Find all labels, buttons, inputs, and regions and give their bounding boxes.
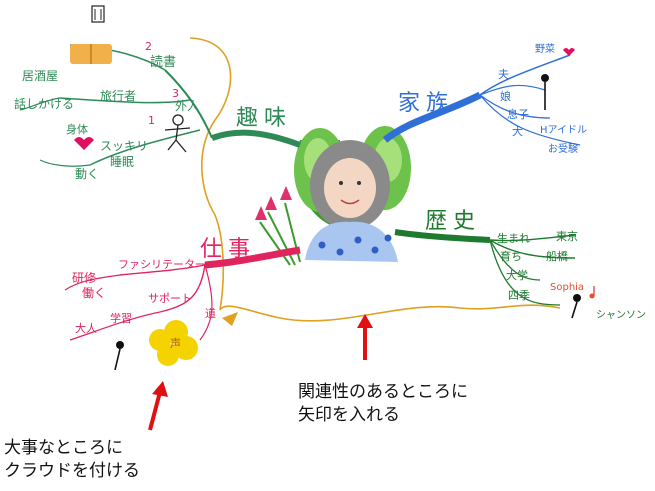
- red-arrow-up-right: [357, 314, 373, 360]
- microphone-icon: [541, 74, 549, 110]
- history-raised: 育ち: [500, 249, 522, 263]
- cloud-annotation-line1: 大事なところに: [4, 438, 123, 458]
- hobby-num-2: 2: [145, 40, 152, 53]
- work-adult: 大人: [75, 321, 97, 335]
- microphone-icon-2: [114, 341, 124, 371]
- history-funabashi: 船橋: [546, 249, 568, 263]
- history-tokyo: 東京: [556, 229, 578, 243]
- work-career: 道: [205, 306, 216, 320]
- importance-cloud: [149, 320, 198, 366]
- hobby-move: 動く: [75, 167, 99, 181]
- heart-pot-icon: [74, 137, 94, 150]
- family-idol: Hアイドル: [540, 125, 587, 136]
- family-gardening: 野菜: [535, 43, 555, 55]
- work-learning: 学習: [110, 311, 132, 325]
- hobby-num-1: 1: [148, 114, 155, 127]
- work-label: 仕事: [200, 237, 256, 262]
- building-icon: [91, 5, 105, 23]
- arrow-annotation: 関連性のあるところに 矢印を入れる: [298, 381, 468, 427]
- family-daughter: 娘: [500, 89, 511, 103]
- family-husband: 夫: [498, 68, 509, 81]
- work-main-branch: [204, 246, 301, 269]
- cloud-annotation-line2: クラウドを付ける: [4, 461, 140, 481]
- hobby-num-3: 3: [172, 87, 179, 100]
- history-main-branch: [394, 229, 491, 243]
- work-work: 働く: [82, 286, 106, 300]
- arrow-annotation-line2: 矢印を入れる: [298, 405, 400, 425]
- family-label: 家族: [398, 91, 454, 116]
- family-dog: 犬: [512, 124, 523, 138]
- history-university: 大学: [506, 268, 528, 282]
- stick-figure-icon: [164, 114, 191, 153]
- hobby-talk: 話しかける: [14, 96, 74, 111]
- history-four-seasons: 四季: [508, 289, 530, 302]
- family-son: 息子: [507, 107, 529, 121]
- hobby-body: 身体: [66, 122, 88, 136]
- relation-arrow-head: [222, 312, 238, 326]
- family-main-branch: [382, 91, 482, 143]
- cloud-annotation: 大事なところに クラウドを付ける: [4, 437, 140, 483]
- music-note-icon: [589, 286, 595, 299]
- work-voice: 声: [170, 336, 181, 350]
- heart-icon: [563, 48, 575, 56]
- hobby-sleep: 睡眠: [110, 155, 134, 169]
- work-support: サポート: [148, 292, 192, 305]
- history-chanson: シャンソン: [596, 310, 646, 321]
- hobby-izakaya: 居酒屋: [22, 69, 58, 83]
- work-facilitator: ファシリテーター: [118, 258, 206, 271]
- work-training: 研修: [72, 270, 96, 285]
- hobby-main-branch: [211, 129, 302, 148]
- history-born: 生まれ: [497, 231, 530, 245]
- history-label: 歴史: [425, 209, 481, 234]
- hobby-travel: 旅行者: [100, 89, 136, 103]
- hobby-reading: 読書: [150, 54, 176, 70]
- microphone-icon-3: [571, 294, 581, 319]
- center-image: [255, 126, 411, 266]
- book-icon: [70, 44, 112, 64]
- history-sophia: Sophia: [550, 282, 584, 293]
- relation-arrow-line: [189, 37, 561, 322]
- hobby-refreshed: スッキリ: [100, 139, 148, 153]
- red-arrow-up-left: [148, 381, 168, 431]
- hobby-foreign: 外人: [175, 99, 199, 113]
- family-study: お受験: [548, 142, 578, 155]
- arrow-annotation-line1: 関連性のあるところに: [298, 382, 468, 402]
- hobby-label: 趣味: [236, 106, 292, 131]
